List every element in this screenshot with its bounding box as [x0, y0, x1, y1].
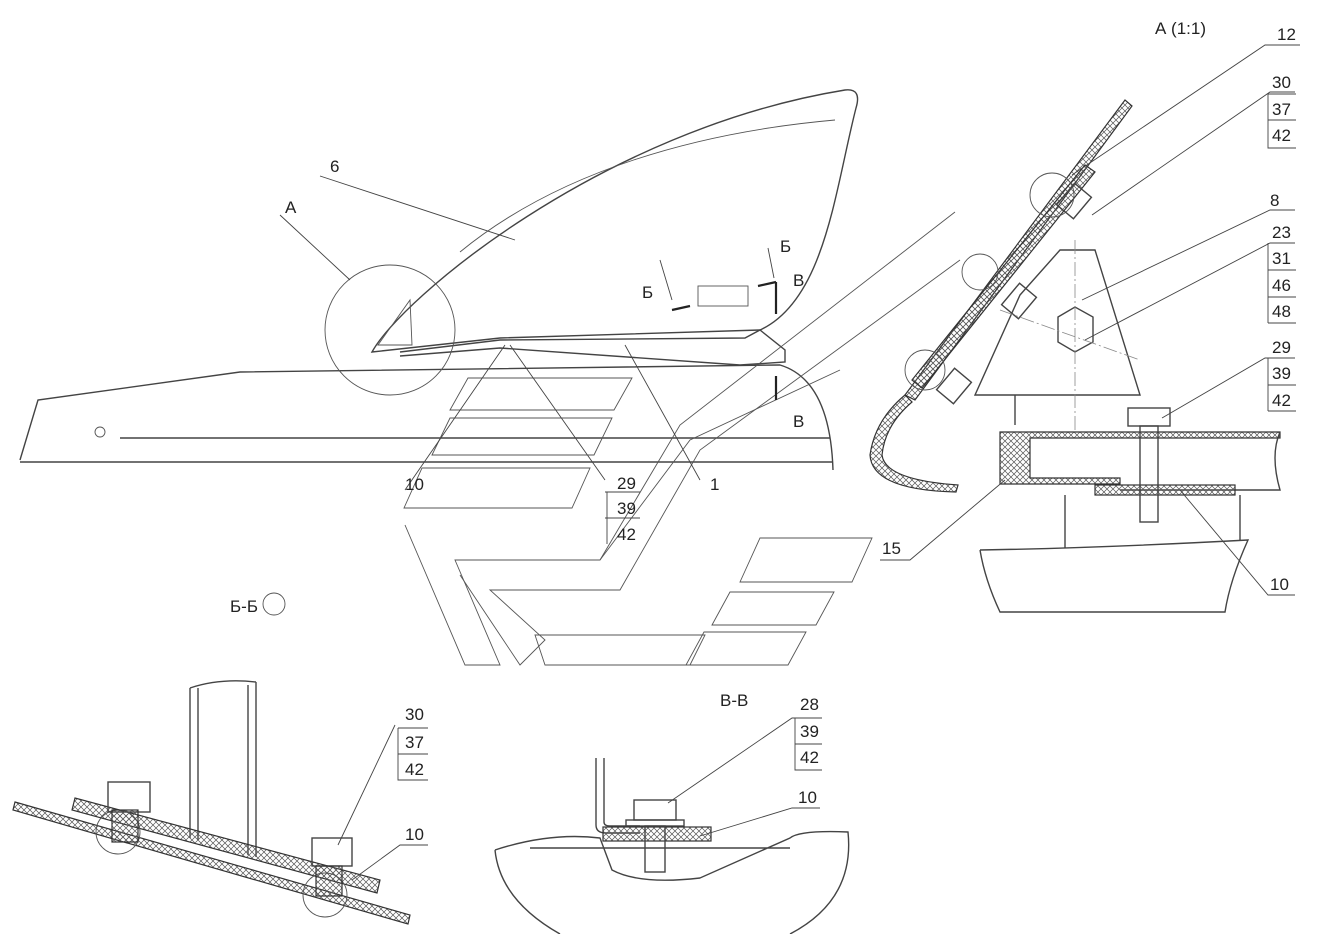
svg-text:37: 37: [405, 733, 424, 752]
detail-a-title: А (1:1): [1155, 19, 1206, 38]
hex-nut: [1057, 306, 1094, 353]
section-b-label-top: Б: [780, 237, 791, 256]
svg-text:42: 42: [617, 525, 636, 544]
detail-a-view: А (1:1) 12 8 15 10 30 37 42: [869, 19, 1300, 613]
detail-a-circle: [324, 264, 456, 396]
svg-text:39: 39: [800, 722, 819, 741]
channel-section: [999, 431, 1281, 485]
detail-a-callout-12: 12: [1277, 25, 1296, 44]
callout-a: А: [285, 198, 297, 217]
svg-text:29: 29: [617, 474, 636, 493]
windshield-outline: [370, 89, 859, 353]
section-vv-title: В-В: [720, 691, 748, 710]
vv-body-curve: [494, 830, 850, 934]
section-bb-callout-10: 10: [405, 825, 424, 844]
bb-plate: [12, 801, 411, 925]
svg-text:37: 37: [1272, 100, 1291, 119]
roof-rail: [399, 329, 786, 366]
svg-text:23: 23: [1272, 223, 1291, 242]
svg-text:30: 30: [1272, 73, 1291, 92]
svg-text:42: 42: [405, 760, 424, 779]
detail-a-callout-15: 15: [882, 539, 901, 558]
svg-text:30: 30: [405, 705, 424, 724]
detail-a-stack-30: 30 37 42: [1267, 73, 1296, 149]
section-vv-callout-10: 10: [798, 788, 817, 807]
callout-stack-29: 29 39 42: [605, 474, 640, 544]
section-vv-view: В-В 10 28 39 42: [494, 691, 850, 934]
callout-6: 6: [330, 157, 339, 176]
svg-text:31: 31: [1272, 249, 1291, 268]
section-vv-stack-28: 28 39 42: [794, 695, 822, 771]
detail-a-callout-8: 8: [1270, 191, 1279, 210]
body-outline: [19, 364, 834, 471]
svg-text:39: 39: [617, 499, 636, 518]
svg-text:29: 29: [1272, 338, 1291, 357]
section-bb-title: Б-Б: [230, 597, 258, 616]
svg-text:42: 42: [1272, 391, 1291, 410]
section-v-label-top: В: [793, 271, 804, 290]
svg-text:42: 42: [1272, 126, 1291, 145]
bolt-heads: [904, 172, 1093, 405]
detail-a-stack-29: 29 39 42: [1267, 338, 1296, 412]
vertical-tube: [189, 680, 257, 857]
callout-10: 10: [405, 475, 424, 494]
callout-1: 1: [710, 475, 719, 494]
svg-text:42: 42: [800, 748, 819, 767]
section-bb-stack-30: 30 37 42: [397, 705, 428, 781]
section-v-label-bottom: В: [793, 412, 804, 431]
decor-stripes: [403, 211, 961, 666]
detail-a-callout-10: 10: [1270, 575, 1289, 594]
svg-text:28: 28: [800, 695, 819, 714]
svg-text:48: 48: [1272, 302, 1291, 321]
angle-bracket: [595, 758, 640, 834]
main-view: 6 А Б Б В В 10 1 29 39 42: [19, 89, 961, 666]
section-bb-view: Б-Б 10 30 37 42: [12, 592, 428, 925]
svg-text:39: 39: [1272, 364, 1291, 383]
detail-a-stack-23: 23 31 46 48: [1267, 223, 1296, 324]
windshield-inner-line: [459, 119, 836, 253]
section-b-label-left: Б: [642, 283, 653, 302]
svg-text:46: 46: [1272, 276, 1291, 295]
